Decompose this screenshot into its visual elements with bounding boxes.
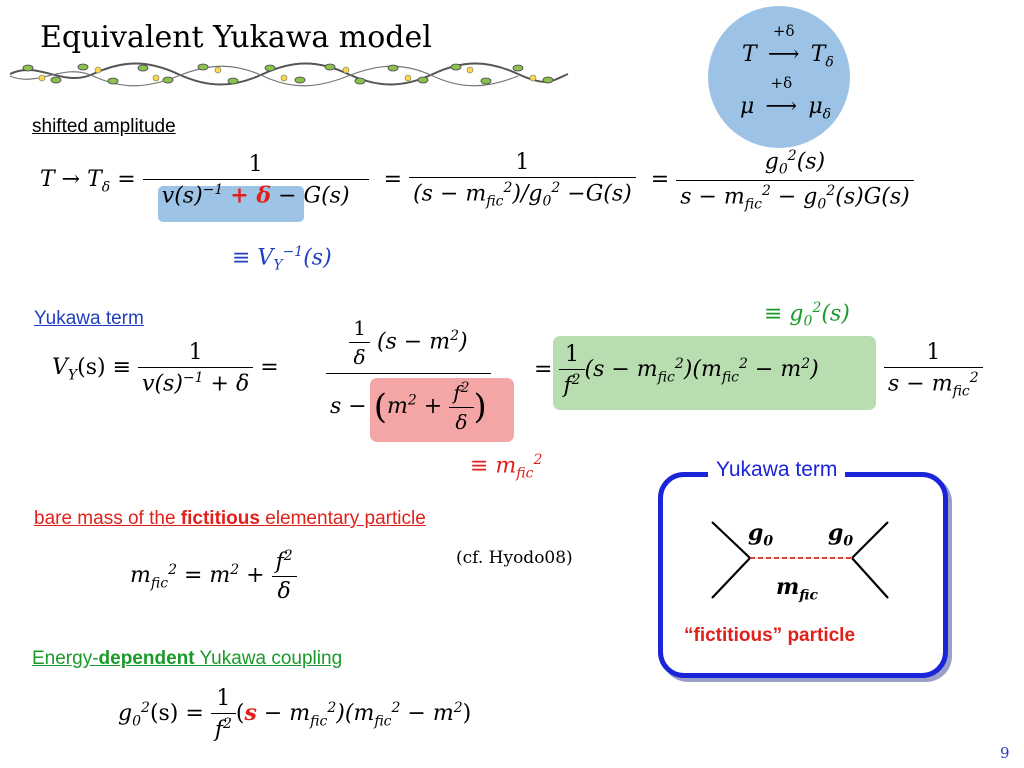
frac-yukawa-2: 1 δ (s − m2) s − (m2 + f2 δ )	[326, 316, 491, 434]
frac-yukawa-last: 1 s − mfic2	[884, 340, 983, 400]
highlight-red-mass	[370, 378, 514, 442]
frac-yukawa-green: 1 f2	[559, 342, 585, 398]
eq-shifted-amplitude: T → Tδ = 1 v(s)−1 + δ − G(s) = 1 (s − mf…	[40, 148, 914, 212]
propagator-mfic: mfic	[776, 574, 818, 604]
label-energy-dependent: Energy-dependent Yukawa coupling	[32, 648, 343, 669]
fictitious-particle-caption: “fictitious” particle	[684, 625, 856, 646]
frac-shifted-2: 1 (s − mfic2)/g02 −G(s)	[409, 150, 636, 210]
frac-energy: 1 f2	[210, 686, 236, 742]
eq-yukawa-last: 1 s − mfic2	[884, 340, 983, 400]
eq-bare-mass: mfic2 = m2 + f2 δ	[130, 548, 297, 604]
frac-yukawa-1: 1 v(s)−1 + δ	[138, 340, 254, 396]
eq-energy-coupling: g02(s) = 1 f2 (s − mfic2)(mfic2 − m2)	[118, 686, 472, 743]
note-mfic-squared: ≡ mfic2	[470, 452, 543, 482]
label-yukawa-term: Yukawa term	[34, 308, 144, 329]
feynman-diagram	[711, 521, 889, 599]
label-shifted-amplitude: shifted amplitude	[32, 116, 176, 137]
citation-hyodo: (cf. Hyodo08)	[456, 548, 573, 568]
frac-bare-mass: f2 δ	[271, 548, 297, 604]
highlight-blue-denominator	[158, 186, 304, 222]
eq-yukawa-green: = 1 f2 (s − mfic2)(mfic2 − m2)	[534, 342, 819, 399]
eq-yukawa-frac2: 1 δ (s − m2) s − (m2 + f2 δ )	[326, 316, 491, 434]
label-bare-mass: bare mass of the fictitious elementary p…	[34, 508, 426, 529]
eq-yukawa-lhs: VY(s) ≡ 1 v(s)−1 + δ =	[52, 340, 279, 397]
vertex-g0-left: g0	[748, 520, 774, 550]
shift-summary-circle	[708, 6, 850, 148]
note-g0-squared: ≡ g02(s)	[764, 300, 850, 330]
yukawa-diagram-title: Yukawa term	[708, 458, 846, 482]
note-vy-inverse: ≡ VY−1(s)	[232, 244, 332, 274]
frac-shifted-1: 1 v(s)−1 + δ − G(s)	[142, 152, 369, 208]
page-number: 9	[1000, 744, 1010, 762]
slide-title: Equivalent Yukawa model	[40, 20, 432, 55]
vine-decoration	[9, 62, 569, 87]
highlight-green-coupling	[553, 336, 876, 410]
circle-line-mu: μ +δ ⟶ μδ	[740, 74, 832, 123]
yukawa-diagram-box	[658, 472, 948, 678]
frac-shifted-3: g02(s) s − mfic2 − g02(s)G(s)	[676, 148, 914, 212]
circle-line-T: T +δ ⟶ Tδ	[742, 22, 834, 71]
vertex-g0-right: g0	[828, 520, 854, 550]
